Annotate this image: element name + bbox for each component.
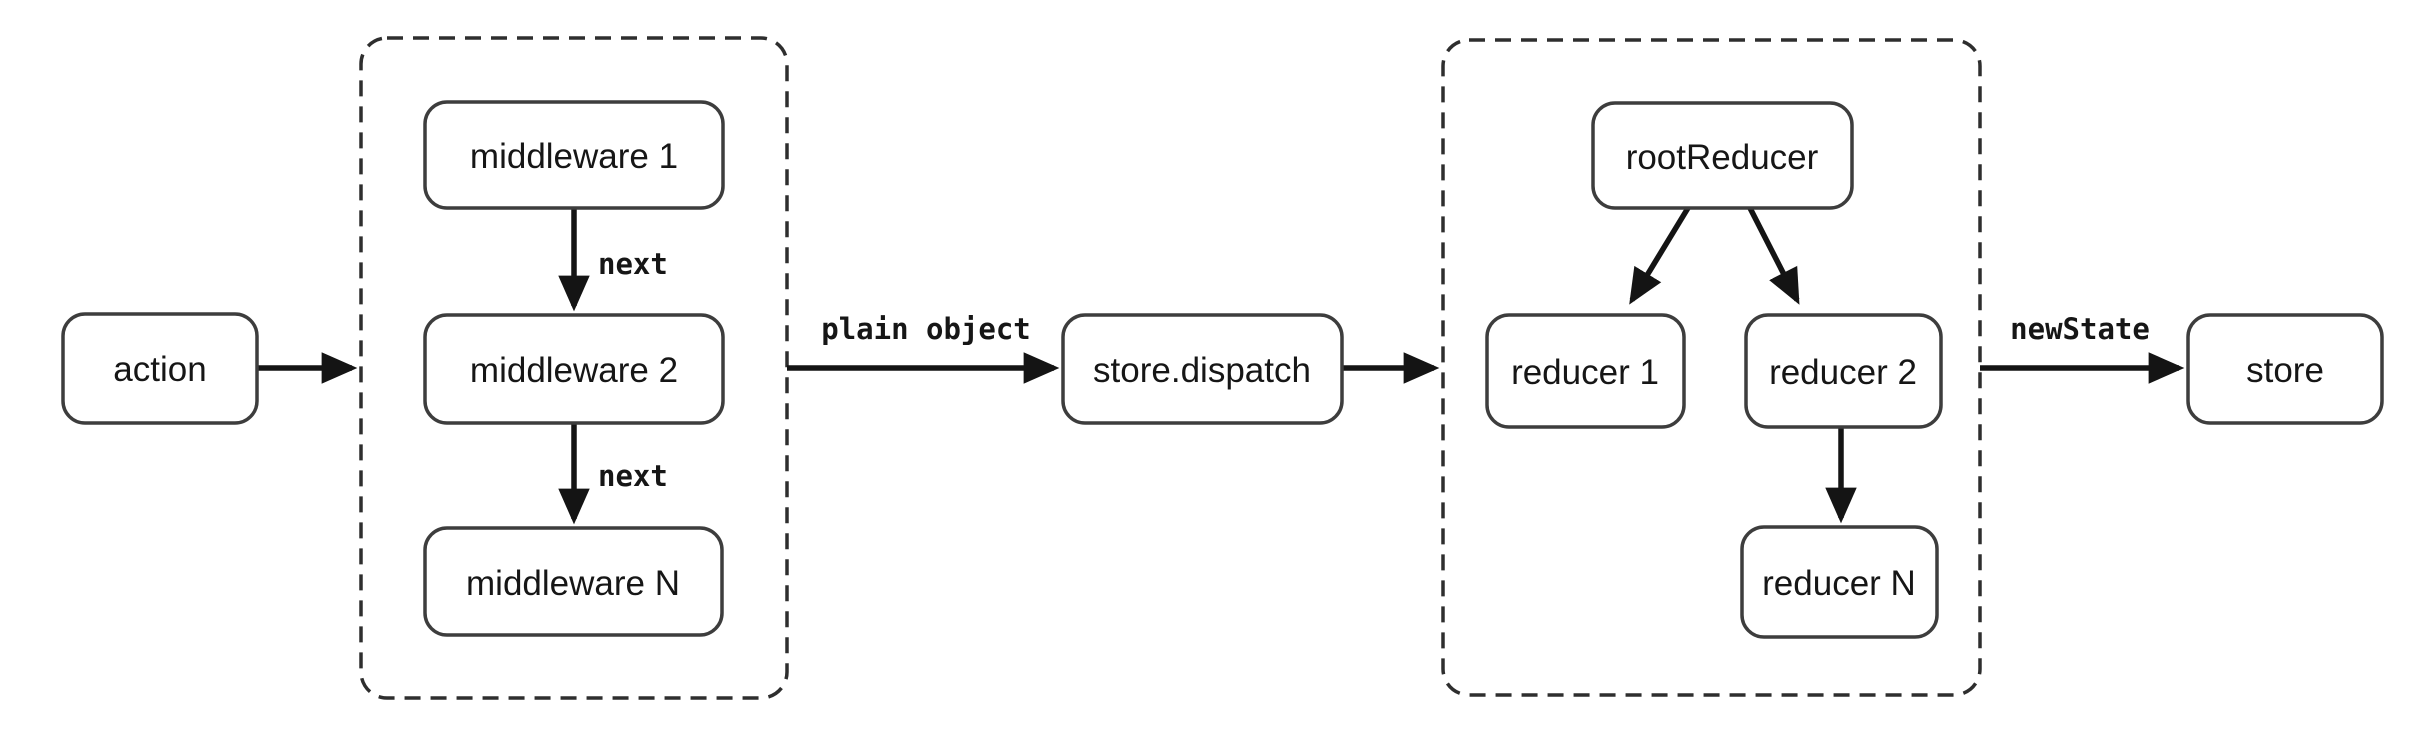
node-reducerN-box bbox=[1740, 525, 1939, 639]
edge-label-newstate: newState bbox=[2010, 312, 2150, 346]
node-reducerN-label: reducer N bbox=[1762, 564, 1916, 603]
node-reducerN: reducer N bbox=[1740, 525, 1939, 639]
node-middlewareN-box bbox=[423, 526, 724, 637]
node-store-box bbox=[2186, 313, 2384, 425]
reducers-group-border bbox=[1441, 38, 1982, 697]
node-reducer1-box bbox=[1485, 313, 1686, 429]
node-middlewareN: middleware N bbox=[423, 526, 724, 637]
node-middleware1: middleware 1 bbox=[423, 100, 725, 210]
node-rootreducer-box bbox=[1591, 101, 1854, 210]
node-action-label: action bbox=[113, 350, 206, 389]
node-middleware2-label: middleware 2 bbox=[470, 351, 678, 390]
node-middleware1-box bbox=[423, 100, 725, 210]
node-store: store bbox=[2186, 313, 2384, 425]
edge-label-next-2: next bbox=[598, 459, 668, 493]
node-store-dispatch-box bbox=[1061, 313, 1344, 425]
node-reducer1-label: reducer 1 bbox=[1511, 353, 1659, 392]
node-middlewareN-label: middleware N bbox=[466, 564, 680, 603]
node-middleware2-box bbox=[423, 313, 725, 425]
middlewares-group-border bbox=[359, 36, 789, 700]
edge-label-plain-object: plain object bbox=[821, 312, 1031, 346]
node-reducer1: reducer 1 bbox=[1485, 313, 1686, 429]
edge-rootreducer-to-reducer1-arrow bbox=[1629, 206, 1691, 305]
node-reducer2-box bbox=[1744, 313, 1943, 429]
node-store-dispatch: store.dispatch bbox=[1061, 313, 1344, 425]
node-rootreducer: rootReducer bbox=[1591, 101, 1854, 210]
node-rootreducer-label: rootReducer bbox=[1626, 138, 1819, 177]
node-store-label: store bbox=[2246, 351, 2324, 390]
node-store-dispatch-label: store.dispatch bbox=[1093, 351, 1311, 390]
edge-rootreducer-to-reducer2-arrow bbox=[1747, 206, 1800, 305]
edge-label-next-1: next bbox=[598, 247, 668, 281]
node-middleware2: middleware 2 bbox=[423, 313, 725, 425]
node-middleware1-label: middleware 1 bbox=[470, 137, 678, 176]
node-reducer2-label: reducer 2 bbox=[1769, 353, 1917, 392]
node-reducer2: reducer 2 bbox=[1744, 313, 1943, 429]
node-action-box bbox=[61, 312, 259, 425]
node-action: action bbox=[61, 312, 259, 425]
